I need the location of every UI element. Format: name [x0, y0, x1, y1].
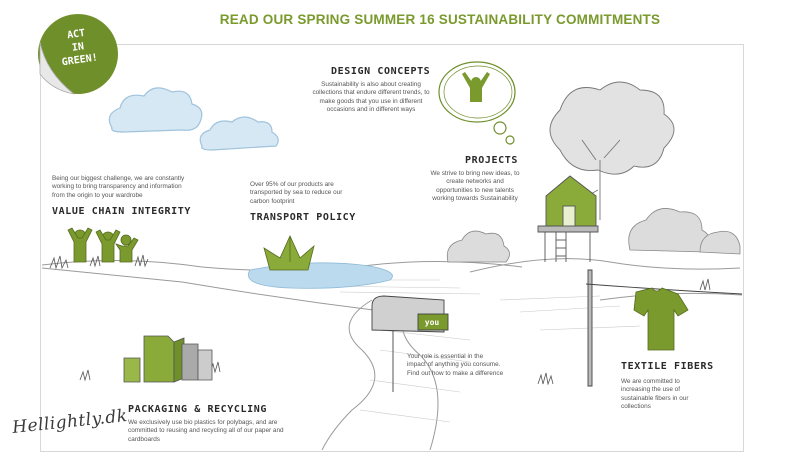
text-line: impact of anything you consume. — [407, 361, 501, 369]
text-line: increasing the use of — [621, 386, 680, 394]
cloud-right — [199, 116, 279, 151]
text-line: transported by sea to reduce our — [250, 189, 343, 197]
packaging-heading[interactable]: PACKAGING & RECYCLING — [128, 404, 268, 415]
text-line: Your role is essential in the — [407, 353, 484, 360]
text-line: cardboards — [128, 435, 160, 443]
text-line: We are committed to — [621, 378, 680, 385]
paper-boat-icon — [263, 235, 315, 271]
text-line: working towards Sustainability — [432, 194, 518, 202]
text-line: carbon footprint — [250, 197, 295, 205]
people-icon — [67, 227, 139, 263]
tree — [549, 81, 675, 220]
textile-fibers-text: We are committed to increasing the use o… — [621, 378, 731, 411]
projects-text: We strive to bring new ideas, to create … — [420, 170, 530, 203]
text-line: Find out how to make a difference — [407, 369, 504, 377]
text-line: from the origin to your wardrobe — [52, 191, 143, 199]
text-line: Sustainability is also about creating — [321, 81, 421, 88]
act-in-green-badge[interactable]: ACT IN GREEN! — [38, 14, 118, 94]
value-chain-text: Being our biggest challenge, we are cons… — [52, 175, 212, 200]
transport-text: Over 95% of our products are transported… — [250, 181, 370, 206]
grass-tufts — [49, 254, 711, 386]
packaging-text: We exclusively use bio plastics for poly… — [128, 419, 328, 444]
thought-bubble — [438, 61, 516, 145]
bushes — [446, 208, 741, 263]
packaging-icon — [123, 335, 213, 383]
value-chain-heading[interactable]: VALUE CHAIN INTEGRITY — [52, 206, 192, 217]
page-title: READ OUR SPRING SUMMER 16 SUSTAINABILITY… — [219, 12, 661, 27]
cloud-left — [108, 87, 203, 133]
text-line: collections that endure different trends… — [312, 89, 430, 97]
text-line: create networks and — [446, 178, 504, 186]
text-line: Over 95% of our products are — [250, 181, 334, 188]
text-line: occasions and in different ways — [326, 105, 416, 113]
text-line: opportunities to new talents — [436, 186, 514, 194]
cheering-person-icon — [462, 72, 490, 102]
design-concepts-text: Sustainability is also about creating co… — [306, 81, 436, 114]
treehouse — [537, 175, 599, 262]
text-line: collections — [621, 402, 651, 410]
text-line: We strive to bring new ideas, to — [430, 170, 520, 177]
design-concepts-heading[interactable]: DESIGN CONCEPTS — [331, 66, 431, 77]
mailbox-icon — [371, 295, 449, 392]
your-role-text[interactable]: Your role is essential in the impact of … — [407, 353, 537, 378]
t-shirt-icon — [633, 287, 689, 351]
text-line: make goods that you use in different — [319, 97, 423, 105]
text-line: sustainable fibers in our — [621, 394, 689, 402]
projects-heading[interactable]: PROJECTS — [465, 155, 518, 166]
text-line: Being our biggest challenge, we are cons… — [52, 175, 185, 182]
textile-fibers-heading[interactable]: TEXTILE FIBERS — [621, 361, 714, 372]
mailbox-label: you — [424, 318, 440, 327]
text-line: working to bring transparency and inform… — [52, 183, 182, 191]
text-line: We exclusively use bio plastics for poly… — [128, 419, 278, 426]
text-line: committed to reusing and recycling all o… — [128, 427, 284, 435]
transport-heading[interactable]: TRANSPORT POLICY — [250, 212, 356, 223]
